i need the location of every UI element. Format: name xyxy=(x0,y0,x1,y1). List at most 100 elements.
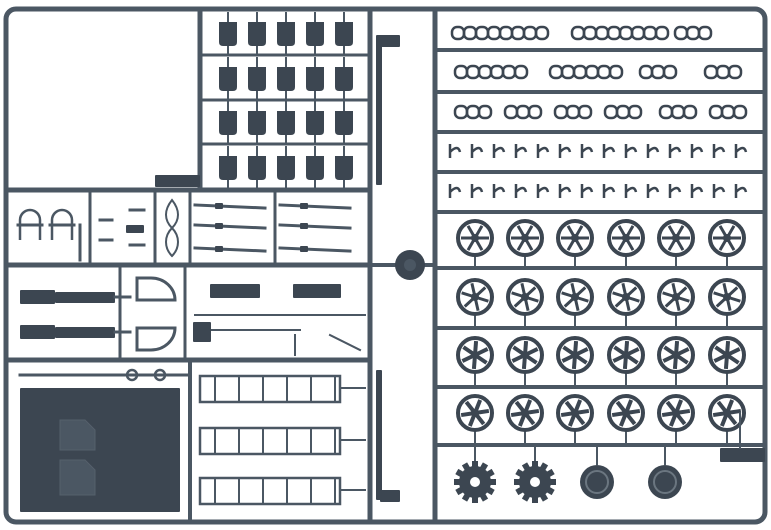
gate-block xyxy=(155,175,200,187)
rod-detail xyxy=(215,246,223,252)
track-link xyxy=(572,64,588,80)
track-pin xyxy=(558,144,572,158)
track-pin xyxy=(602,144,616,158)
wheel-hub xyxy=(672,234,680,242)
track-link xyxy=(670,104,686,120)
plate-detail xyxy=(59,419,96,496)
frame-part xyxy=(198,374,342,404)
grid-part xyxy=(306,111,324,135)
sprocket-tooth xyxy=(532,461,538,468)
wheel-hub xyxy=(723,351,731,359)
clip-part xyxy=(50,208,74,240)
track-link xyxy=(477,104,493,120)
idler-ring xyxy=(585,470,609,494)
track-link xyxy=(703,64,719,80)
track-link xyxy=(522,25,538,41)
panel-part xyxy=(293,284,341,298)
track-link xyxy=(462,25,478,41)
grid-part xyxy=(248,156,266,180)
barrel-part xyxy=(20,290,55,304)
grid-part xyxy=(306,22,324,46)
barrel-part xyxy=(20,325,55,339)
hub-center xyxy=(404,259,416,271)
track-pin xyxy=(470,144,484,158)
track-link xyxy=(570,25,586,41)
wheel-hub xyxy=(622,351,630,359)
rod-detail xyxy=(300,246,308,252)
grid-part xyxy=(306,156,324,180)
hatch-part-upper xyxy=(135,276,177,302)
track-pin xyxy=(514,144,528,158)
track-pin xyxy=(712,184,726,198)
barrel-part xyxy=(55,292,115,303)
rod-part xyxy=(278,246,352,253)
grid-part xyxy=(277,156,295,180)
track-link xyxy=(498,25,514,41)
ring-part xyxy=(125,368,139,382)
track-pin xyxy=(536,184,550,198)
wheel-hub xyxy=(723,409,731,417)
rod-part xyxy=(193,246,267,253)
track-link xyxy=(685,25,701,41)
grid-part xyxy=(335,67,353,91)
ring-part xyxy=(153,368,167,382)
rod-detail xyxy=(300,203,308,209)
track-pin xyxy=(690,184,704,198)
track-pin xyxy=(558,184,572,198)
track-pin xyxy=(734,144,748,158)
wheel-hub xyxy=(571,409,579,417)
left-section-parts xyxy=(3,6,400,525)
wheel-hub xyxy=(571,234,579,242)
track-link xyxy=(513,64,529,80)
sprocket-hub xyxy=(530,477,540,487)
track-link xyxy=(501,64,517,80)
wheel-hub xyxy=(521,234,529,242)
track-pin xyxy=(602,184,616,198)
wheel-hub xyxy=(571,351,579,359)
track-pin xyxy=(492,184,506,198)
track-pin xyxy=(668,144,682,158)
frame-part xyxy=(198,476,342,506)
sprocket-tooth xyxy=(532,496,538,503)
track-link xyxy=(577,104,593,120)
track-pin xyxy=(712,144,726,158)
track-pin xyxy=(470,184,484,198)
gate-block xyxy=(720,448,765,462)
wheel-hub xyxy=(471,351,479,359)
track-link xyxy=(662,64,678,80)
idler-disc xyxy=(648,465,682,499)
track-link xyxy=(477,64,493,80)
wheel-hub xyxy=(471,409,479,417)
wheel-hub xyxy=(471,293,479,301)
track-pin xyxy=(492,144,506,158)
wheel-hub xyxy=(521,351,529,359)
track-pin xyxy=(646,184,660,198)
track-link xyxy=(527,104,543,120)
rod-end xyxy=(380,35,400,47)
sprocket-tooth xyxy=(472,461,478,468)
rod-part xyxy=(278,203,352,210)
track-link xyxy=(627,104,643,120)
wheel-hub xyxy=(521,293,529,301)
idler-disc xyxy=(580,465,614,499)
track-pin xyxy=(514,184,528,198)
rod-detail xyxy=(215,203,223,209)
track-link xyxy=(584,64,600,80)
wheel-hub xyxy=(622,293,630,301)
track-link xyxy=(630,25,646,41)
wheel-hub xyxy=(672,351,680,359)
vertical-rod xyxy=(376,35,382,185)
track-pin xyxy=(624,184,638,198)
small-block xyxy=(193,322,211,342)
pin-part xyxy=(328,333,362,352)
grid-part xyxy=(335,156,353,180)
grid-part xyxy=(277,22,295,46)
track-link xyxy=(618,25,634,41)
grid-part xyxy=(248,111,266,135)
track-pin xyxy=(580,144,594,158)
cable-part xyxy=(165,198,179,258)
track-pin xyxy=(448,184,462,198)
track-pin xyxy=(646,144,660,158)
track-link xyxy=(697,25,713,41)
